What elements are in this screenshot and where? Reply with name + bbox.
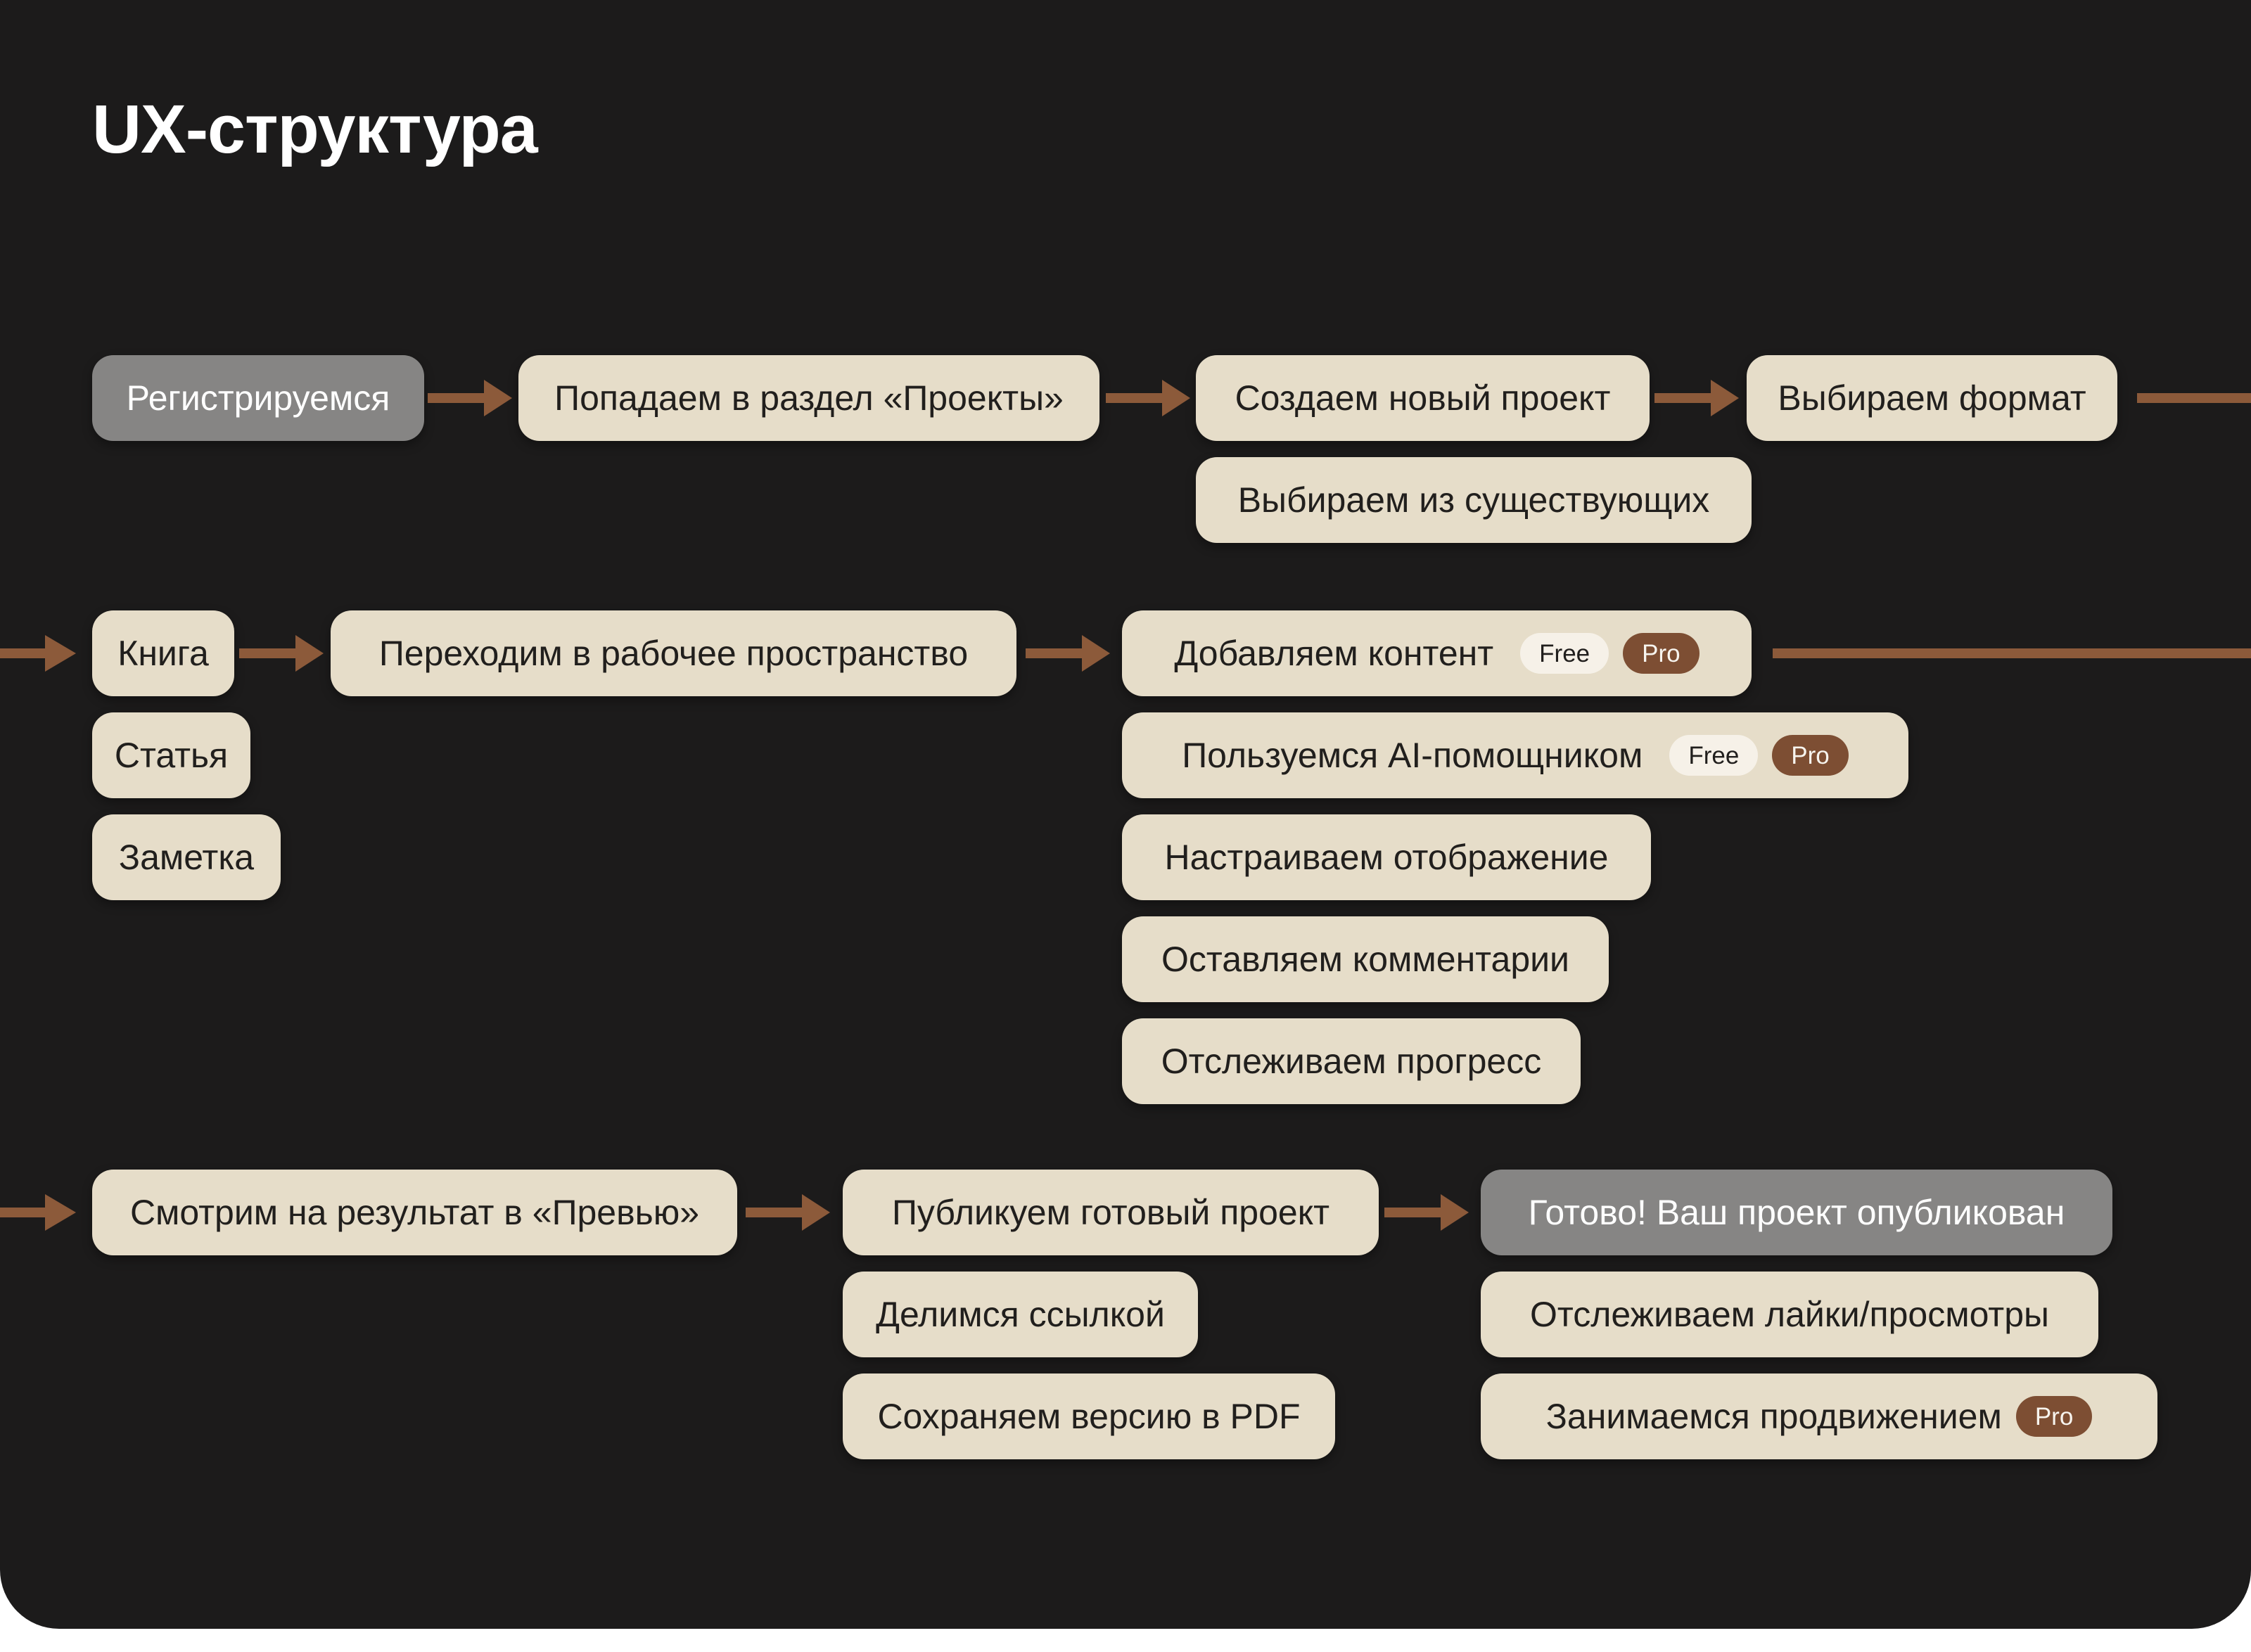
flow-node-note-label: Заметка — [118, 838, 255, 877]
flow-node-promotion: Занимаемся продвижением Pro — [1481, 1374, 2157, 1459]
flow-node-choose-existing-label: Выбираем из существующих — [1237, 480, 1710, 520]
free-badge: Free — [1520, 633, 1609, 674]
flow-node-track-likes: Отслеживаем лайки/просмотры — [1481, 1272, 2098, 1357]
flow-node-publish-label: Публикуем готовый проект — [891, 1193, 1330, 1232]
flow-node-add-content: Добавляем контент Free Pro — [1122, 610, 1752, 696]
flow-node-create-project: Создаем новый проект — [1196, 355, 1650, 441]
flow-node-ai-assistant: Пользуемся AI-помощником Free Pro — [1122, 712, 1908, 798]
pro-badge: Pro — [1772, 735, 1849, 776]
arrow-right-icon — [746, 1192, 830, 1233]
pro-badge: Pro — [1623, 633, 1700, 674]
flow-node-track-likes-label: Отслеживаем лайки/просмотры — [1530, 1295, 2049, 1334]
flow-node-workspace: Переходим в рабочее пространство — [331, 610, 1016, 696]
arrow-right-icon — [1026, 633, 1110, 674]
flow-node-register-label: Регистрируемся — [126, 378, 390, 418]
arrow-right-icon — [1106, 378, 1190, 418]
flow-node-article-label: Статья — [114, 736, 229, 775]
arrow-right-icon — [1654, 378, 1739, 418]
flow-node-done-label: Готово! Ваш проект опубликован — [1528, 1193, 2065, 1232]
flow-node-progress: Отслеживаем прогресс — [1122, 1018, 1581, 1104]
flow-node-display-settings: Настраиваем отображение — [1122, 814, 1651, 900]
free-badge: Free — [1669, 735, 1759, 776]
flow-node-create-project-label: Создаем новый проект — [1235, 378, 1611, 418]
flow-node-projects-section: Попадаем в раздел «Проекты» — [518, 355, 1099, 441]
flow-node-ai-assistant-label: Пользуемся AI-помощником — [1182, 736, 1643, 775]
flow-node-note: Заметка — [92, 814, 281, 900]
flow-node-preview-label: Смотрим на результат в «Превью» — [129, 1193, 700, 1232]
flow-node-projects-section-label: Попадаем в раздел «Проекты» — [554, 378, 1064, 418]
flow-node-comments-label: Оставляем комментарии — [1161, 940, 1569, 979]
flow-node-add-content-label: Добавляем контент — [1174, 634, 1494, 673]
flow-node-preview: Смотрим на результат в «Превью» — [92, 1170, 737, 1255]
flow-node-share-link: Делимся ссылкой — [843, 1272, 1198, 1357]
flow-connector-line — [2137, 393, 2251, 403]
flow-node-comments: Оставляем комментарии — [1122, 916, 1609, 1002]
flow-node-promotion-label: Занимаемся продвижением — [1545, 1397, 2002, 1436]
arrow-right-icon — [1384, 1192, 1469, 1233]
flow-node-display-settings-label: Настраиваем отображение — [1164, 838, 1609, 877]
flow-node-choose-existing: Выбираем из существующих — [1196, 457, 1752, 543]
arrow-right-icon — [239, 633, 324, 674]
flow-node-save-pdf: Сохраняем версию в PDF — [843, 1374, 1335, 1459]
pro-badge: Pro — [2015, 1396, 2093, 1437]
page-title: UX-структура — [92, 91, 538, 167]
flow-node-choose-format: Выбираем формат — [1747, 355, 2117, 441]
flow-node-book: Книга — [92, 610, 234, 696]
flow-node-publish: Публикуем готовый проект — [843, 1170, 1379, 1255]
flow-node-workspace-label: Переходим в рабочее пространство — [378, 634, 969, 673]
flow-node-book-label: Книга — [117, 634, 209, 673]
flow-node-done: Готово! Ваш проект опубликован — [1481, 1170, 2112, 1255]
flow-node-choose-format-label: Выбираем формат — [1778, 378, 2086, 418]
flow-node-progress-label: Отслеживаем прогресс — [1161, 1042, 1542, 1081]
flow-connector-line — [1773, 648, 2251, 658]
arrow-right-icon — [0, 633, 76, 674]
flow-node-register: Регистрируемся — [92, 355, 424, 441]
flow-node-share-link-label: Делимся ссылкой — [876, 1295, 1165, 1334]
flow-node-article: Статья — [92, 712, 250, 798]
flow-node-save-pdf-label: Сохраняем версию в PDF — [877, 1397, 1301, 1436]
arrow-right-icon — [428, 378, 512, 418]
arrow-right-icon — [0, 1192, 76, 1233]
